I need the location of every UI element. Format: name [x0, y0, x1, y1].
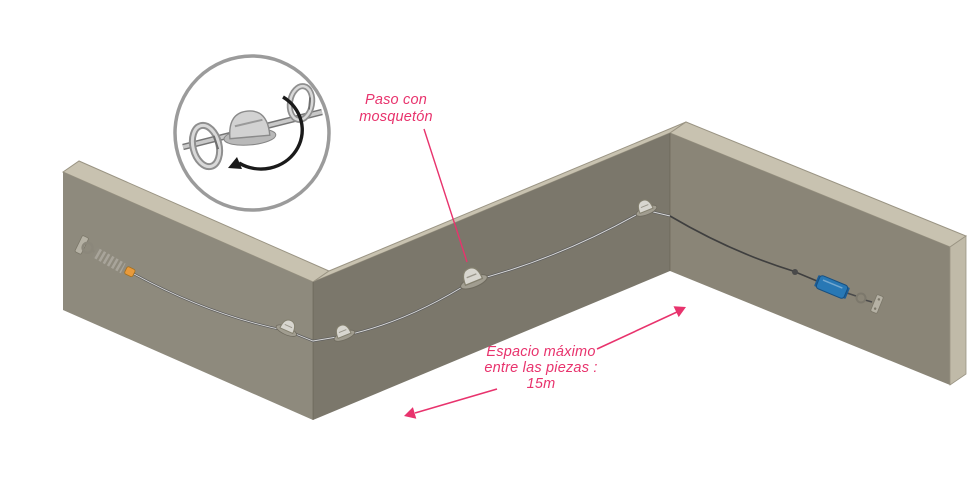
arrowhead-left-icon	[404, 407, 417, 419]
rotation-arrow-icon	[228, 95, 304, 171]
left-wall-front	[63, 172, 313, 420]
spring-coil	[94, 248, 127, 274]
end-anchor-plate	[870, 294, 884, 314]
spring-end-cap	[92, 247, 100, 259]
energy-absorber	[814, 275, 850, 299]
carabiner-gate	[212, 135, 220, 150]
right-end-hardware	[792, 269, 884, 314]
spacing-arrow-right	[596, 306, 686, 350]
carabiner-note-line1: Paso con	[365, 92, 427, 108]
spacing-note-line3: 15m	[527, 376, 556, 392]
cable-right-end-link	[846, 292, 873, 303]
carabiner-gate	[308, 97, 311, 110]
end-ring	[855, 292, 867, 304]
lifeline-cable	[133, 208, 873, 343]
absorber-body	[815, 275, 849, 299]
detail-anchor-dome	[223, 110, 277, 146]
carabiner-detail-callout	[173, 54, 331, 212]
spacing-note-line1: Espacio máximo	[486, 344, 595, 360]
annotations: Paso con mosquetón Espacio máximo entre …	[359, 92, 686, 419]
tensioner-wall-plate	[74, 235, 89, 255]
spring-tensioner	[74, 235, 136, 278]
carabiner-icon	[188, 121, 224, 171]
right-wall-end-cap	[949, 235, 967, 386]
spacing-note-line2: entre las piezas :	[484, 360, 597, 376]
absorber-highlight	[822, 279, 843, 289]
cable-shackle	[792, 269, 798, 275]
spring-end-cap	[120, 263, 129, 275]
right-wall-front	[670, 133, 950, 385]
tensioner-indicator	[124, 266, 136, 278]
carabiner-note-line2: mosquetón	[359, 109, 433, 125]
spacing-arrow-left	[404, 388, 498, 419]
cable-right-segment	[669, 215, 818, 282]
arrowhead-right-icon	[673, 306, 686, 318]
cable-highlight	[133, 209, 671, 342]
carabiner-note-leader-line	[423, 128, 468, 263]
